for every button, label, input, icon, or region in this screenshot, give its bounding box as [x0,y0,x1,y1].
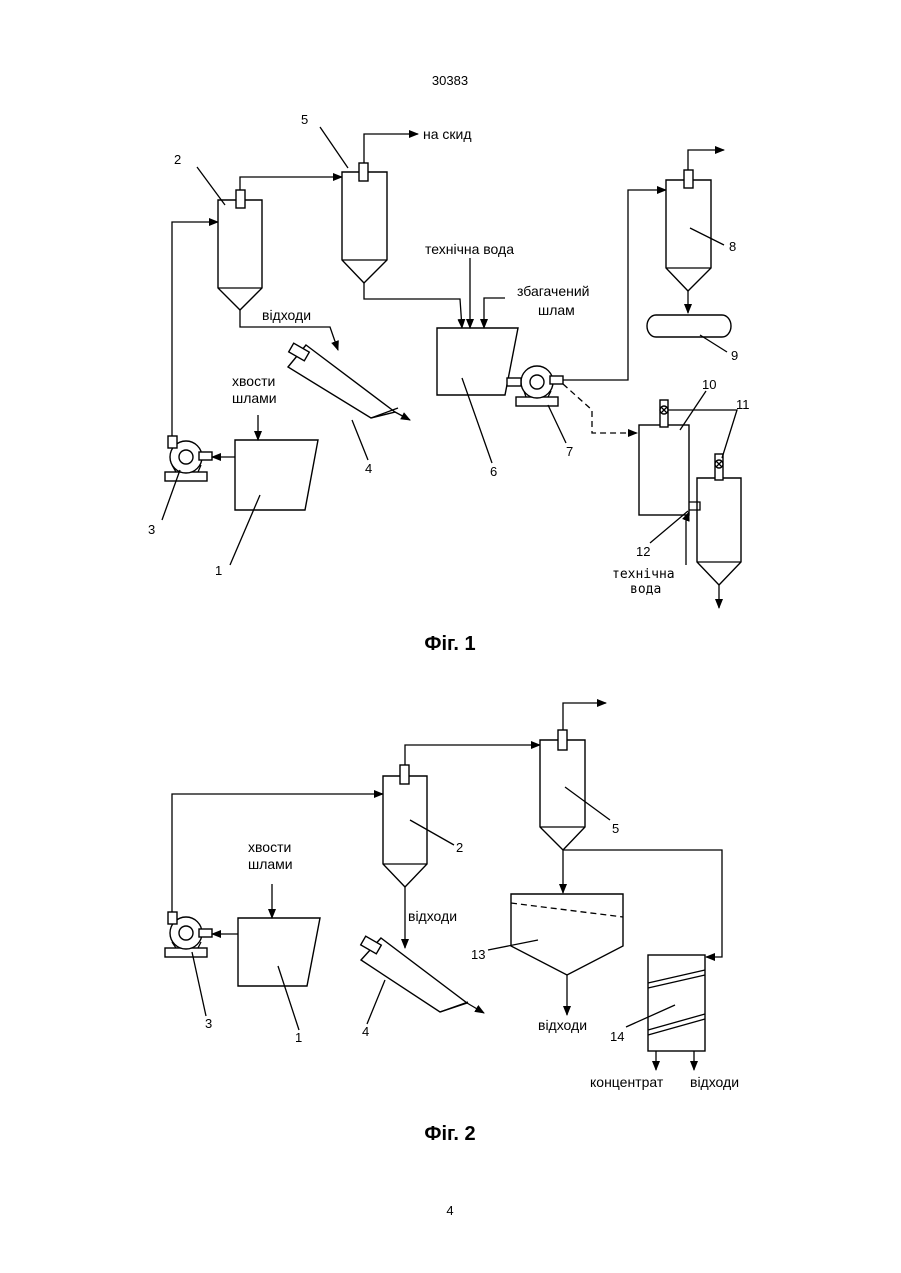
callout-5: 5 [301,112,308,127]
figure-2: хвости шлами відходи відходи концентрат … [165,703,739,1145]
callout-12: 12 [636,544,650,559]
tank-6 [437,328,518,395]
belt-filter-9 [647,315,731,337]
label-shlamy: шлами [232,390,277,406]
callout-8: 8 [729,239,736,254]
hydrocyclone-2 [218,190,262,310]
screen-4 [288,343,398,418]
figure-2-caption: Фіг. 2 [424,1123,475,1145]
callout-2: 2 [174,152,181,167]
label-vidkhody-separator: відходи [690,1074,739,1090]
page-number: 4 [446,1203,453,1218]
callout-10: 10 [702,377,716,392]
label-khvosty-fig2: хвости [248,839,291,855]
callout-5-fig2: 5 [612,821,619,836]
callout-14: 14 [610,1029,624,1044]
figure-1-caption: Фіг. 1 [424,633,475,655]
header-number: 30383 [432,73,468,88]
callout-11: 11 [736,397,750,412]
label-voda-handwritten: вода [630,582,661,597]
hydrocyclone-5-fig2 [540,730,585,850]
label-zbahachenyi: збагачений [517,283,589,299]
label-vidkhody-tank: відходи [538,1017,587,1033]
pump-3-fig2 [165,912,212,957]
pump-7 [507,366,563,406]
label-tekhnichna-handwritten: технічна [612,567,675,582]
callout-2-fig2: 2 [456,840,463,855]
callout-3: 3 [148,522,155,537]
label-khvosty: хвости [232,373,275,389]
callout-4: 4 [365,461,372,476]
callout-1-fig2: 1 [295,1030,302,1045]
tank-1 [235,440,318,510]
label-kontsentrat: концентрат [590,1074,664,1090]
label-vidkhody-cyclone: відходи [408,908,457,924]
label-tekhnichna-voda: технічна вода [425,241,514,257]
figure-1: на скид технічна вода збагачений шлам ві… [148,112,750,655]
label-na-skyd: на скид [423,126,472,142]
tank-1-fig2 [238,918,320,986]
column-10 [639,400,689,515]
pump-3 [165,436,212,481]
callout-7: 7 [566,444,573,459]
label-vidkhody: відходи [262,307,311,323]
label-shlamy-fig2: шлами [248,856,293,872]
settling-tank-13 [511,894,623,975]
column-11 [697,454,741,585]
callout-13: 13 [471,947,485,962]
hydrocyclone-5 [342,163,387,283]
callout-4-fig2: 4 [362,1024,369,1039]
callout-9: 9 [731,348,738,363]
callout-1: 1 [215,563,222,578]
label-shlam: шлам [538,302,575,318]
hydrocyclone-8 [666,170,711,291]
callout-3-fig2: 3 [205,1016,212,1031]
spiral-separator-14 [648,955,705,1051]
callout-6: 6 [490,464,497,479]
